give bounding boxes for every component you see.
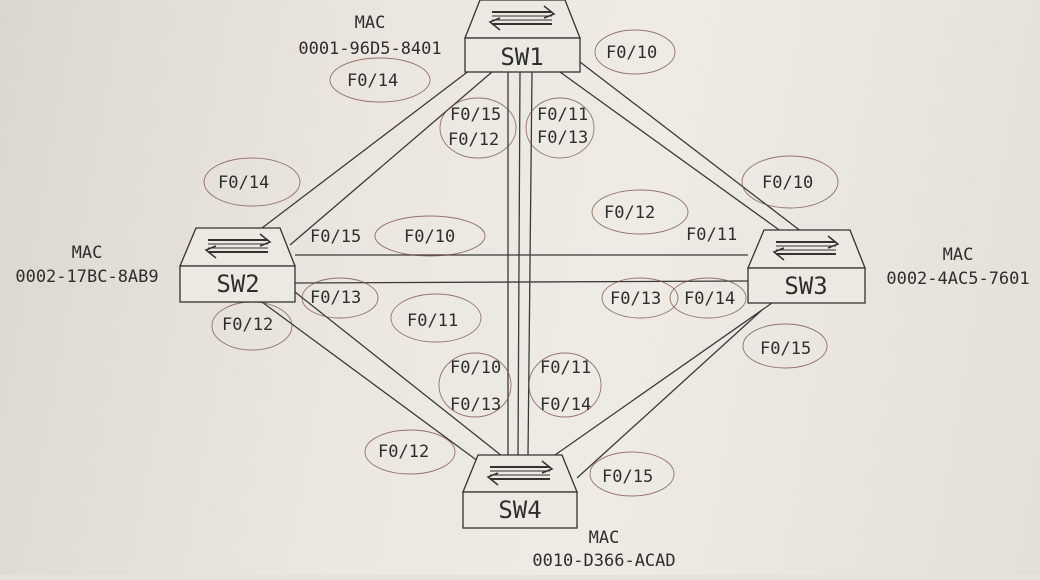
port-label: F0/12 [604,203,655,223]
port-label: F0/14 [540,395,591,415]
sw4-mac-address: 0010-D366-ACAD [532,551,675,571]
port-label: F0/11 [537,105,588,125]
sw1-mac-label: MAC [355,13,386,33]
port-label: F0/13 [310,288,361,308]
switch-label: SW1 [500,43,543,71]
link-sw3-sw4-a [544,302,773,463]
port-label: F0/11 [407,311,458,331]
link-sw1-sw2-b [289,71,493,246]
link-sw1-sw2-a [261,69,471,229]
port-label: F0/11 [686,225,737,245]
link-sw1-sw4-b [517,71,521,456]
port-label: F0/11 [540,358,591,378]
link-sw3-sw4-b [576,309,763,479]
sw3-mac-label: MAC [943,245,974,265]
port-label: F0/10 [606,43,657,63]
port-label: F0/10 [404,227,455,247]
port-label: F0/13 [450,395,501,415]
port-label: F0/15 [450,105,501,125]
switch-sw4[interactable]: SW4 [462,454,578,529]
port-label: F0/14 [684,289,735,309]
port-label: F0/14 [218,173,269,193]
port-label: F0/14 [347,71,398,91]
port-label: F0/10 [762,173,813,193]
sw1-mac-address: 0001-96D5-8401 [298,39,441,59]
sw3-mac-address: 0002-4AC5-7601 [886,269,1029,289]
hand-drawn-circles [203,29,839,497]
port-label: F0/12 [378,442,429,462]
port-label: F0/12 [448,130,499,150]
switch-sw2[interactable]: SW2 [179,227,296,303]
sw4-mac-label: MAC [589,528,620,548]
port-label: F0/15 [602,467,653,487]
sw2-mac-label: MAC [72,243,103,263]
port-label: F0/15 [760,339,811,359]
port-labels: F0/14 F0/10 F0/15 F0/12 F0/11 F0/13 F0/1… [218,43,813,487]
port-label: F0/13 [610,289,661,309]
links [261,61,803,479]
switch-label: SW2 [216,270,259,298]
sw2-mac-address: 0002-17BC-8AB9 [15,267,158,287]
link-sw2-sw3-b [294,280,749,284]
link-sw1-sw4-c [527,71,533,456]
link-sw1-sw3-a [559,71,783,233]
port-label: F0/10 [450,358,501,378]
switch-sw1[interactable]: SW1 [464,0,581,73]
link-sw2-sw4-a [261,301,491,471]
port-label: F0/15 [310,227,361,247]
port-label: F0/13 [537,128,588,148]
switch-label: SW3 [784,272,827,300]
switch-label: SW4 [498,496,541,524]
link-sw2-sw4-b [294,291,503,457]
port-label: F0/12 [222,315,273,335]
link-sw1-sw3-b [579,61,803,233]
switch-sw3[interactable]: SW3 [747,229,866,304]
